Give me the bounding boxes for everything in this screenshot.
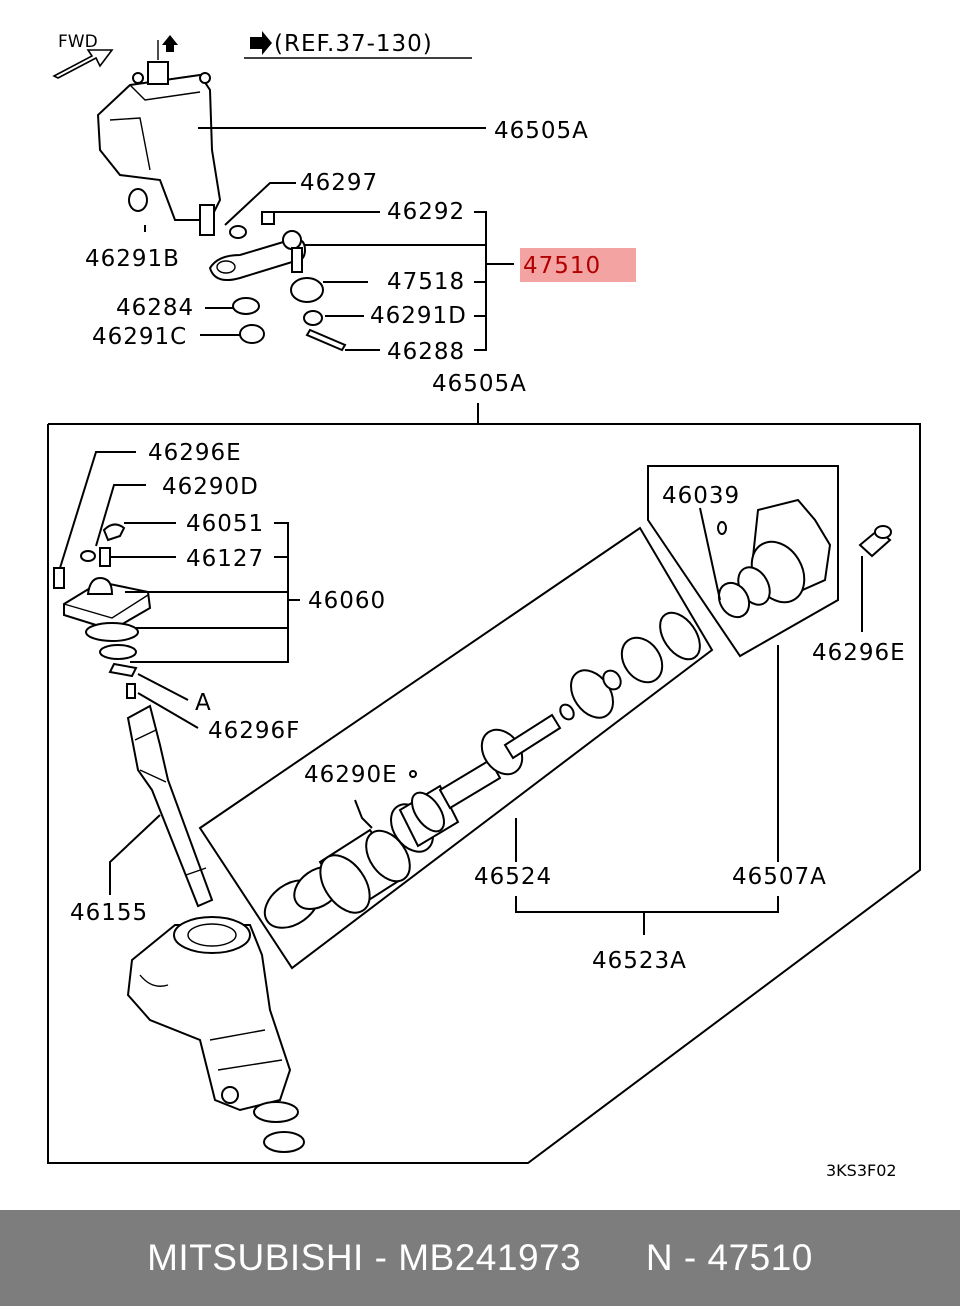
- valve-housing: [717, 498, 892, 619]
- label-46296F: 46296F: [208, 718, 300, 744]
- label-46039: 46039: [662, 483, 740, 509]
- highlight-47510: [520, 248, 636, 282]
- pitman-arm: [128, 188, 347, 352]
- label-46291C: 46291C: [92, 324, 187, 350]
- ref-arrow-icon: [250, 31, 272, 55]
- label-46291D: 46291D: [370, 303, 467, 329]
- label-47518: 47518: [387, 269, 465, 295]
- label-46296E-b: 46296E: [812, 640, 906, 666]
- part-info-footer: MITSUBISHI - MB241973 N - 47510: [0, 1210, 960, 1306]
- label-46296E-a: 46296E: [148, 440, 242, 466]
- ref-label: (REF.37-130): [274, 31, 433, 57]
- label-46284: 46284: [116, 295, 194, 321]
- label-46292: 46292: [387, 199, 465, 225]
- diagram-code: 3KS3F02: [826, 1161, 897, 1180]
- label-46290E: 46290E: [304, 762, 398, 788]
- steering-gear-diagram: FWD (REF.37-130): [47, 31, 921, 1180]
- exploded-view-frame: [47, 403, 921, 1164]
- sector-shaft-cover: [53, 523, 152, 699]
- fwd-arrow-icon: [52, 49, 114, 79]
- top-leader-lines: [144, 127, 514, 351]
- label-46051: 46051: [186, 511, 264, 537]
- part-number: MB241973: [398, 1237, 582, 1278]
- label-46505A-top: 46505A: [494, 118, 589, 144]
- label-46127: 46127: [186, 546, 264, 572]
- brand-name: MITSUBISHI: [147, 1237, 364, 1278]
- leader-46155: [109, 814, 161, 895]
- fwd-label: FWD: [58, 32, 98, 52]
- label-46060: 46060: [308, 588, 386, 614]
- left-leader-lines: [59, 451, 300, 729]
- label-47510: 47510: [523, 253, 601, 279]
- label-46507A: 46507A: [732, 864, 827, 890]
- piston-ball-nut-parts: [263, 611, 701, 929]
- label-46290D: 46290D: [162, 474, 259, 500]
- steering-gear-housing-top: [96, 35, 222, 236]
- label-A: A: [195, 690, 212, 716]
- piston-assembly-frame: [198, 526, 714, 970]
- label-46297: 46297: [300, 170, 378, 196]
- label-46291B: 46291B: [85, 246, 180, 272]
- leader-46290E: [354, 799, 373, 829]
- leader-46039: [699, 507, 721, 601]
- sector-shaft: [126, 704, 214, 908]
- label-46505A-box: 46505A: [432, 371, 527, 397]
- reference-number: N - 47510: [645, 1237, 813, 1278]
- label-46288: 46288: [387, 339, 465, 365]
- label-46523A: 46523A: [592, 948, 687, 974]
- valve-housing-frame: [647, 465, 839, 658]
- label-46155: 46155: [70, 900, 148, 926]
- gear-housing-lower: [126, 916, 305, 1153]
- label-46524: 46524: [474, 864, 552, 890]
- bottom-bracket-lines: [515, 645, 779, 935]
